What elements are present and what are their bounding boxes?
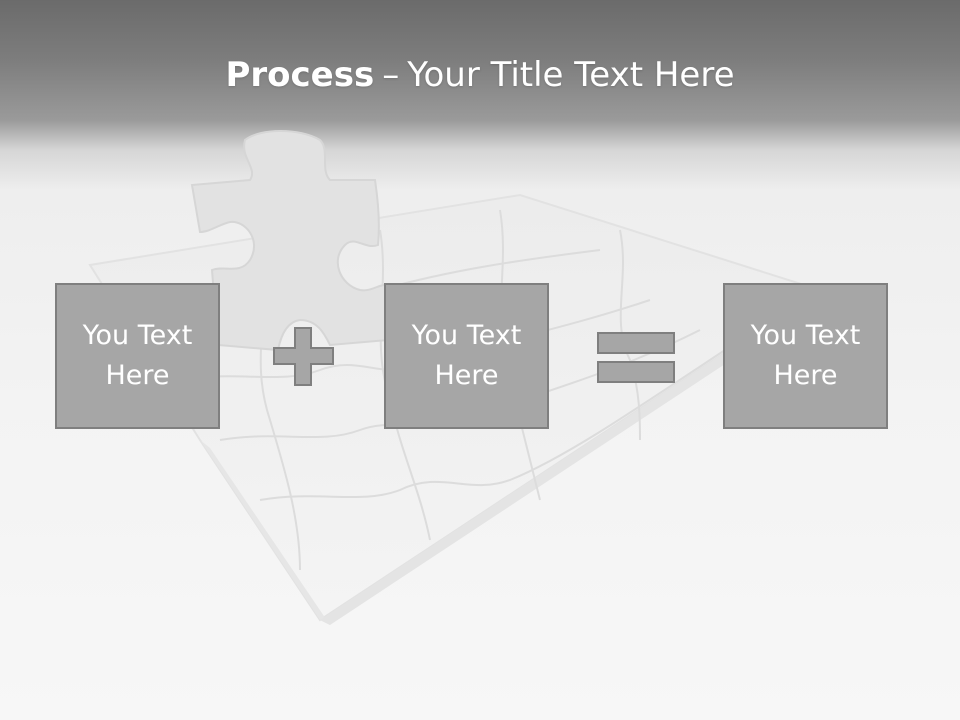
equals-icon xyxy=(597,332,675,383)
title-bold-text: Process xyxy=(225,55,375,95)
text-box-3[interactable]: You Text Here xyxy=(723,283,888,429)
text-box-2[interactable]: You Text Here xyxy=(384,283,549,429)
title-dash: – xyxy=(382,55,400,95)
text-box-1[interactable]: You Text Here xyxy=(55,283,220,429)
plus-icon xyxy=(273,327,334,386)
text-box-3-label: You Text Here xyxy=(750,320,861,391)
title-rest-text: Your Title Text Here xyxy=(407,55,735,95)
slide-title: Process–Your Title Text Here xyxy=(0,52,960,98)
text-box-1-label: You Text Here xyxy=(82,320,193,391)
text-box-2-label: You Text Here xyxy=(411,320,522,391)
